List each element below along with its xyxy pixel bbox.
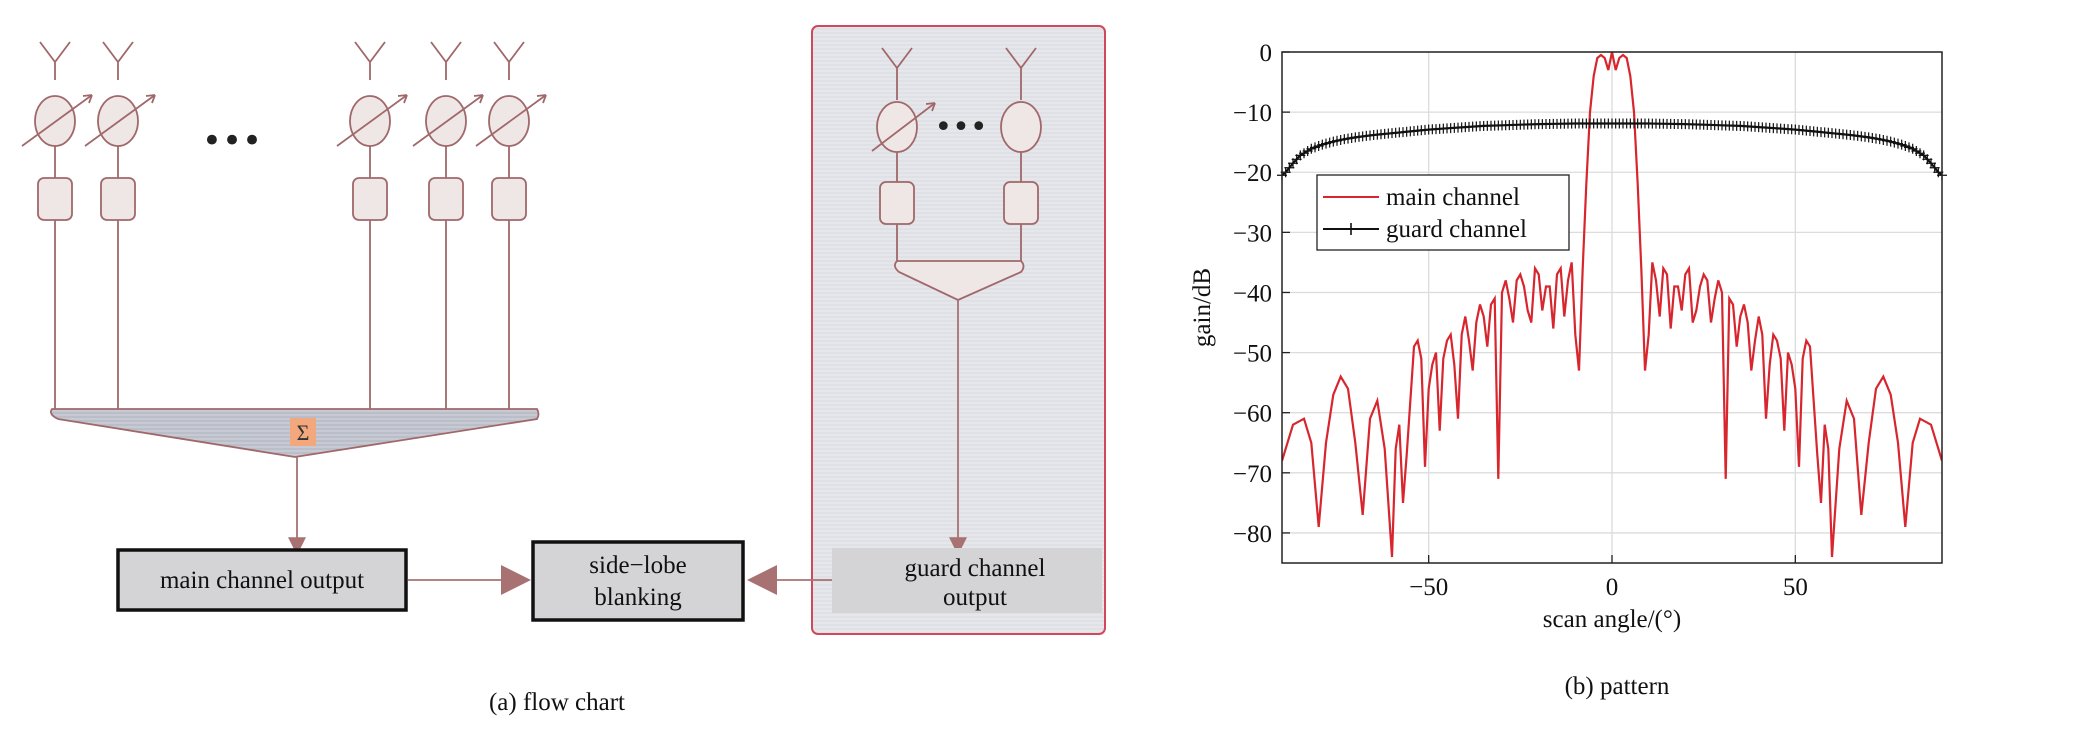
main-to-blanking-arrowhead bbox=[501, 565, 531, 595]
chart-tick-labels: −50 0 50 0 −10 −20 −30 −40 −50 −60 −70 −80 bbox=[1233, 40, 1808, 601]
antenna-icon bbox=[354, 41, 386, 80]
guard-channel-output-box bbox=[832, 548, 1102, 613]
antenna-icon bbox=[493, 41, 525, 80]
y-tick-label: −10 bbox=[1233, 100, 1272, 127]
main-array-ellipsis: ••• bbox=[202, 121, 262, 161]
main-channel-output-box bbox=[116, 548, 408, 612]
legend-box bbox=[1316, 174, 1570, 251]
series-line-main-channel bbox=[1282, 52, 1942, 558]
legend-label-guard: guard channel bbox=[1386, 216, 1527, 243]
x-tick-label: 0 bbox=[1606, 574, 1619, 601]
sum-symbol: Σ bbox=[297, 420, 310, 445]
guard-to-blanking-arrowhead bbox=[747, 565, 777, 595]
guard-output-line1: guard channel bbox=[905, 555, 1046, 582]
chart-series-layer bbox=[1277, 52, 1947, 558]
y-tick-label: −50 bbox=[1233, 341, 1272, 368]
y-tick-label: −60 bbox=[1233, 401, 1272, 428]
side-lobe-blanking-box bbox=[531, 540, 745, 622]
guard-element-2 bbox=[1000, 47, 1042, 262]
main-channel-output-label: main channel output bbox=[160, 567, 364, 594]
x-axis-label: scan angle/(°) bbox=[1543, 606, 1681, 633]
pattern-caption: (b) pattern bbox=[1565, 673, 1670, 700]
antenna-icon bbox=[1005, 47, 1037, 100]
y-tick-label: −70 bbox=[1233, 461, 1272, 488]
flow-chart-caption: (a) flow chart bbox=[489, 689, 625, 716]
y-tick-label: −40 bbox=[1233, 280, 1272, 307]
guard-combiner bbox=[894, 260, 1025, 301]
antenna-icon bbox=[430, 41, 462, 80]
flow-chart-diagram: ••• Σ ••• main channel output side−lobe … bbox=[21, 25, 1106, 716]
y-tick-label: −30 bbox=[1233, 220, 1272, 247]
antenna-element-5 bbox=[475, 41, 547, 410]
blanking-label-line2: blanking bbox=[594, 584, 682, 611]
y-tick-label: −80 bbox=[1233, 521, 1272, 548]
guard-array-ellipsis: ••• bbox=[934, 110, 987, 145]
main-array-elements bbox=[21, 41, 547, 410]
guard-array-elements bbox=[871, 47, 1042, 262]
y-tick-label: 0 bbox=[1260, 40, 1273, 67]
y-tick-label: −20 bbox=[1233, 160, 1272, 187]
legend-label-main: main channel bbox=[1386, 184, 1520, 211]
antenna-icon bbox=[881, 47, 913, 100]
legend-plus-marker bbox=[1345, 223, 1357, 235]
guard-output-line2: output bbox=[943, 584, 1007, 611]
x-tick-label: −50 bbox=[1409, 574, 1448, 601]
chart-grid bbox=[1282, 51, 1942, 563]
antenna-element-1 bbox=[21, 41, 93, 410]
chart-legend: main channel guard channel bbox=[1316, 174, 1570, 251]
antenna-element-4 bbox=[412, 41, 484, 410]
x-tick-label: 50 bbox=[1783, 574, 1808, 601]
blanking-label-line1: side−lobe bbox=[589, 552, 686, 579]
sum-box bbox=[290, 418, 316, 446]
y-axis-label: gain/dB bbox=[1189, 268, 1216, 347]
legend-marker-guard bbox=[1345, 223, 1357, 235]
guard-element-1 bbox=[871, 47, 936, 262]
antenna-icon bbox=[39, 41, 71, 80]
antenna-element-3 bbox=[336, 41, 408, 410]
antenna-icon bbox=[102, 41, 134, 80]
antenna-element-2 bbox=[84, 41, 156, 410]
